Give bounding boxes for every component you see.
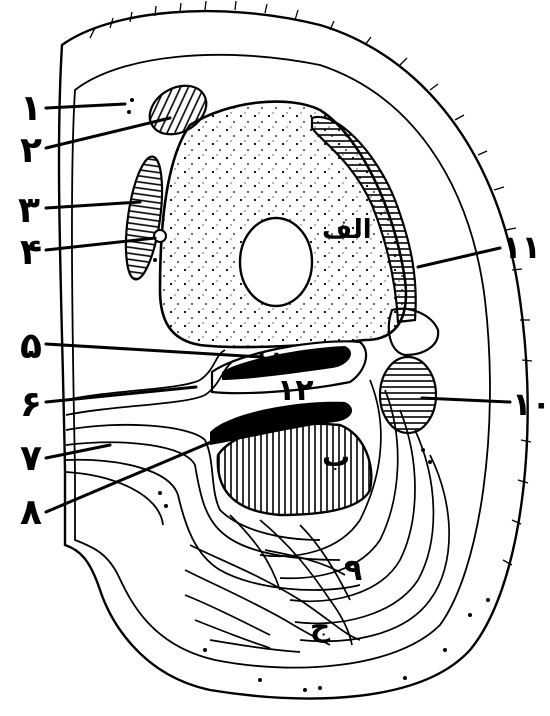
label-7: ۷: [20, 438, 42, 479]
label-pe: پ: [258, 341, 280, 366]
label-be: ب: [322, 440, 350, 473]
label-je: ج: [310, 610, 331, 644]
label-3: ۳: [18, 190, 40, 231]
label-10: ۱۰: [512, 385, 550, 423]
label-1: ۱: [20, 88, 42, 129]
label-9: ۹: [344, 553, 362, 588]
vessel-4: [154, 230, 166, 242]
structure-10: [380, 357, 436, 433]
label-11: ۱۱: [502, 228, 541, 266]
label-6: ۶: [20, 384, 42, 425]
label-5: ۵: [20, 326, 42, 367]
label-4: ۴: [20, 232, 42, 273]
label-alef: الف: [322, 215, 372, 245]
label-8: ۸: [20, 492, 42, 533]
label-2: ۲: [20, 130, 42, 171]
medullary-cavity: [240, 218, 312, 306]
label-12: ۱۲: [277, 373, 314, 408]
